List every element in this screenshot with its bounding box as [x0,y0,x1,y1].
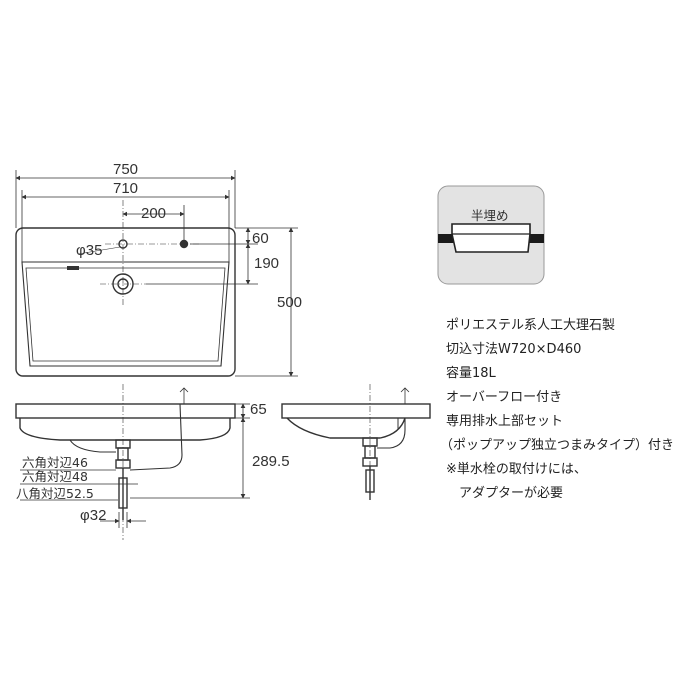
dim-750: 750 [113,161,138,178]
spec-capacity: 容量18L [446,366,496,381]
dim-hex48: 六角対辺48 [22,469,88,484]
bowl-section-side [286,417,406,439]
top-dimensions [15,170,298,377]
dim-200: 200 [141,205,166,222]
overflow-slot [67,266,79,270]
spec-note: ※単水栓の取付けには、 [446,462,587,477]
dim-60: 60 [252,230,269,247]
front-dimensions [20,403,250,528]
front-view [15,384,236,540]
side-view [281,384,431,500]
spec-popup: （ポップアップ独立つまみタイプ）付き [440,438,675,453]
basin-outline [15,227,236,377]
dim-phi32: φ32 [80,507,106,524]
dim-phi35: φ35 [76,242,102,259]
spec-material: ポリエステル系人工大理石製 [446,318,616,333]
installation-inset [437,185,545,285]
dim-oct52-5: 八角対辺52.5 [16,486,94,501]
bowl-section-front [19,418,231,441]
dim-65: 65 [250,401,267,418]
counter-slab-side [281,403,431,419]
dim-500: 500 [277,294,302,311]
spec-overflow: オーバーフロー付き [446,390,563,405]
dim-710: 710 [113,180,138,197]
dim-190: 190 [254,255,279,272]
spec-cutout: 切込寸法W720×D460 [446,342,582,357]
inset-label: 半埋め [471,208,509,223]
inset-basin [451,223,531,253]
spec-drain-set: 専用排水上部セット [446,414,564,429]
dim-289-5: 289.5 [252,453,290,470]
counter-slab-front [15,403,236,419]
basin-bowl [21,261,230,367]
spec-note-cont: アダプターが必要 [446,486,564,501]
top-view [15,200,236,377]
dim-hex46: 六角対辺46 [22,455,88,470]
